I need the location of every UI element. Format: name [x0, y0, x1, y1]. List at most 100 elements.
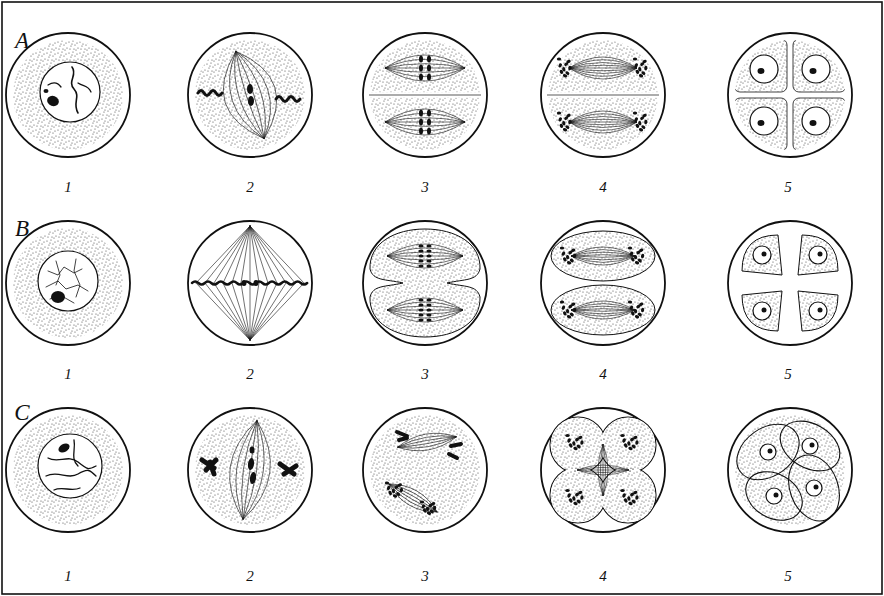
cell-drawing-part: [753, 302, 771, 320]
cell-drawing-part: [188, 408, 312, 532]
cell-drawing-part: [6, 33, 130, 157]
cell-drawing-part: [250, 226, 277, 283]
cell-drawing-part: [385, 109, 465, 122]
cell-drawing-part: [567, 493, 572, 498]
cell-drawing-part: [541, 33, 665, 157]
cell-drawing-part: [46, 470, 96, 476]
cell-drawing-part: [385, 122, 465, 135]
cell-drawing-part: [48, 267, 82, 275]
cell-drawing-part: [559, 69, 564, 74]
cell-drawing-part: [633, 111, 637, 114]
cell-drawing-part: [202, 460, 216, 474]
cell-drawing-part: [569, 57, 637, 68]
cell-drawing-part: [419, 56, 423, 63]
cell-drawing-part: [363, 33, 487, 157]
cell-drawing-part: [236, 420, 257, 520]
cell-drawing-part: [566, 261, 571, 266]
cell-drawing-part: [728, 33, 852, 157]
cell-drawing-part: [572, 496, 576, 501]
cell-drawing-part: [392, 494, 397, 499]
cell-drawing-part: [634, 117, 639, 122]
cell-drawing-part: [388, 484, 437, 513]
cell-drawing-part: [428, 503, 433, 508]
cell-drawing-part: [793, 98, 846, 151]
cell-drawing-part: [232, 226, 250, 283]
cell-drawing-part: [40, 62, 100, 122]
cell-drawing-part: [547, 92, 659, 98]
cell-drawing-part: [418, 260, 423, 263]
cell-drawing-part: [541, 408, 665, 532]
cell-drawing-part: [771, 411, 848, 481]
cell-drawing-part: [46, 281, 88, 291]
cell-drawing-part: [385, 481, 389, 484]
cell-drawing-part: [766, 488, 782, 504]
cell-drawing-part: [638, 73, 643, 78]
cell-drawing-part: [249, 472, 257, 485]
cell-drawing-part: [387, 310, 463, 311]
cell-drawing-part: [758, 120, 765, 126]
stage-number: 2: [246, 180, 254, 195]
cell-drawing-part: [241, 226, 250, 283]
cell-drawing-part: [385, 59, 465, 68]
cell-drawing-part: [426, 309, 431, 312]
cell-drawing-part: [420, 500, 424, 503]
cell-drawing-part: [644, 66, 648, 71]
stage-number: 2: [246, 569, 254, 584]
cell-drawing-part: [569, 65, 637, 68]
cell-drawing-part: [419, 110, 423, 117]
cell-drawing-part: [560, 300, 564, 303]
cell-drawing-part: [419, 74, 423, 81]
cell-drawing-part: [6, 221, 130, 345]
cell-drawing-part: [750, 107, 778, 135]
cell-drawing-part: [568, 304, 573, 309]
cell-drawing-part: [426, 255, 431, 258]
stage-number: 5: [784, 569, 792, 584]
cell-drawing-part: [569, 122, 637, 133]
cell-drawing-part: [753, 246, 771, 264]
cell-drawing-part: [387, 298, 463, 310]
cell-drawing-part: [798, 291, 838, 331]
cell-drawing-part: [387, 310, 463, 322]
cell-drawing-part: [569, 68, 637, 69]
cell-drawing-part: [627, 441, 631, 446]
cell-drawing-part: [734, 39, 787, 92]
cell-drawing-part: [433, 506, 437, 511]
cell-drawing-part: [569, 122, 637, 130]
cell-drawing-part: [223, 283, 250, 340]
cell-drawing-part: [243, 420, 257, 519]
cell-drawing-part: [241, 283, 250, 340]
cell-drawing-part: [726, 408, 852, 532]
cell-drawing-part: [780, 448, 848, 528]
cell-drawing-part: [567, 438, 572, 443]
cell-drawing-part: [802, 55, 830, 83]
cell-drawing-part: [192, 282, 307, 285]
cell-drawing-part: [250, 226, 295, 283]
cell-drawing-part: [550, 467, 606, 523]
cell-drawing-part: [565, 489, 569, 492]
cell-drawing-part: [565, 434, 569, 437]
cell-drawing-part: [630, 311, 635, 316]
cell-drawing-part: [601, 468, 656, 523]
cell-drawing-part: [426, 511, 431, 516]
cell-drawing-part: [214, 283, 250, 340]
cell-drawing-part: [750, 55, 778, 83]
cell-drawing-part: [548, 40, 658, 150]
cell-drawing-part: [421, 504, 426, 509]
cell-drawing-part: [562, 73, 567, 78]
cell-drawing-part: [628, 501, 633, 506]
cell-drawing-part: [728, 221, 852, 345]
cell-drawing-part: [635, 495, 639, 500]
cell-drawing-part: [396, 429, 458, 455]
cell-drawing-part: [802, 438, 818, 454]
cell-drawing-part: [195, 415, 305, 525]
cell-drawing-part: [369, 95, 481, 96]
cell-drawing-part: [641, 308, 645, 313]
cell-drawing-part: [573, 308, 577, 313]
cell-drawing-part: [250, 226, 259, 283]
cell-drawing-part: [387, 256, 463, 268]
cell-drawing-part: [551, 418, 606, 473]
cell-drawing-part: [387, 256, 463, 257]
cell-drawing-part: [74, 440, 78, 466]
cell-drawing-part: [571, 250, 635, 256]
cell-drawing-part: [223, 418, 277, 523]
